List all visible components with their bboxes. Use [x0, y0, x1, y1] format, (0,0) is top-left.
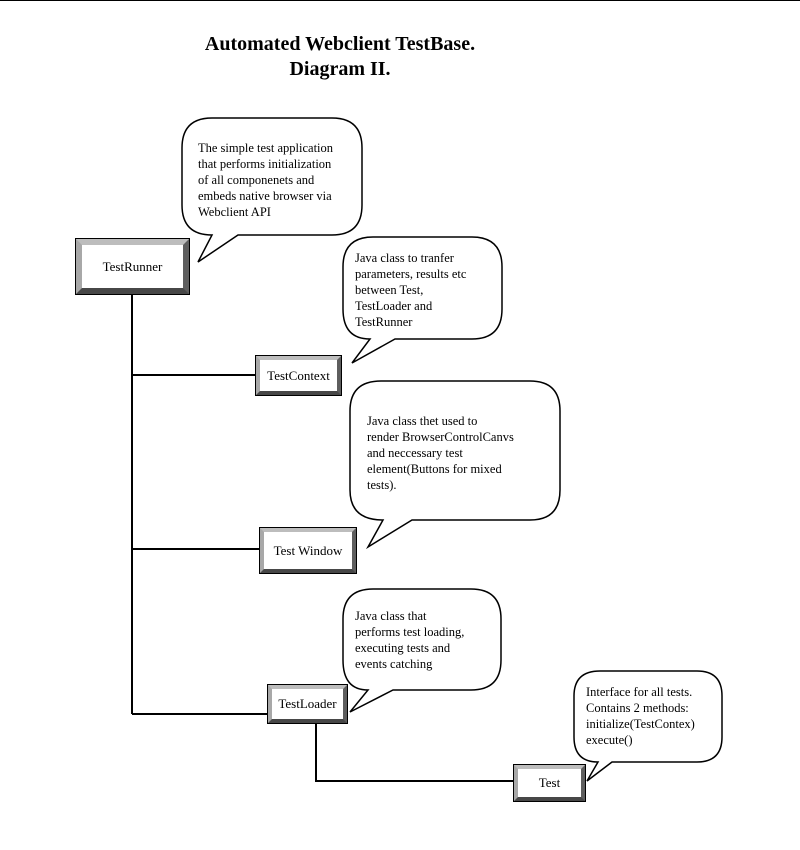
diagram-title: Automated Webclient TestBase.: [204, 33, 476, 55]
callout-line: events catching: [355, 657, 433, 671]
callout-line: Contains 2 methods:: [586, 701, 689, 715]
callout-line: and neccessary test: [367, 446, 463, 460]
node-test-runner: TestRunner: [75, 238, 190, 295]
branch-test: [315, 721, 514, 782]
callout-line: tests).: [367, 478, 397, 492]
callout-line: that performs initialization: [198, 157, 332, 171]
callout-bubbles: [181, 117, 723, 782]
callout-text-test-loader: Java class that performs test loading, e…: [355, 608, 464, 672]
callout-line: executing tests and: [355, 641, 451, 655]
node-label: Test: [538, 775, 561, 790]
callout-line: render BrowserControlCanvs: [367, 430, 514, 444]
callout-bubble-test-runner: [181, 117, 363, 263]
diagram-subtitle: Diagram II.: [289, 58, 391, 80]
node-test-context: TestContext: [255, 355, 342, 396]
callout-text-test: Interface for all tests. Contains 2 meth…: [586, 684, 695, 748]
callout-bubble-test-window: [349, 380, 561, 550]
callout-line: Java class that: [355, 609, 427, 623]
node-label: TestContext: [267, 367, 330, 383]
callout-line: Java class thet used to: [367, 414, 478, 428]
node-test-window: Test Window: [259, 527, 357, 574]
callout-bubble-test: [573, 670, 723, 782]
callout-line: performs test loading,: [355, 625, 465, 639]
callout-line: Java class to tranfer: [355, 251, 454, 265]
top-border-line: [0, 0, 800, 1]
callout-line: between Test,: [355, 283, 424, 297]
connector-lines: [131, 294, 514, 782]
callout-line: Interface for all tests.: [586, 685, 693, 699]
node-label: Test Window: [273, 542, 343, 558]
callout-line: parameters, results etc: [355, 267, 467, 281]
node-label: TestLoader: [278, 696, 337, 711]
callout-line: of all componenets and: [198, 173, 315, 187]
callout-text-test-window: Java class thet used to render BrowserCo…: [367, 413, 514, 493]
callout-text-test-runner: The simple test application that perform…: [198, 140, 333, 220]
callout-bubble-test-loader: [342, 588, 502, 713]
callout-bubble-test-context: [342, 236, 503, 364]
callout-line: Webclient API: [198, 205, 271, 219]
callout-line: initialize(TestContex): [586, 717, 695, 731]
node-test: Test: [513, 764, 586, 802]
callout-line: The simple test application: [198, 141, 334, 155]
callout-line: embeds native browser via: [198, 189, 332, 203]
node-test-loader: TestLoader: [267, 684, 348, 724]
node-label: TestRunner: [102, 258, 163, 274]
callout-line: TestLoader and: [355, 299, 433, 313]
callout-text-test-context: Java class to tranfer parameters, result…: [355, 250, 466, 330]
callout-line: execute(): [586, 733, 633, 747]
callout-line: element(Buttons for mixed: [367, 462, 502, 476]
callout-line: TestRunner: [355, 315, 413, 329]
